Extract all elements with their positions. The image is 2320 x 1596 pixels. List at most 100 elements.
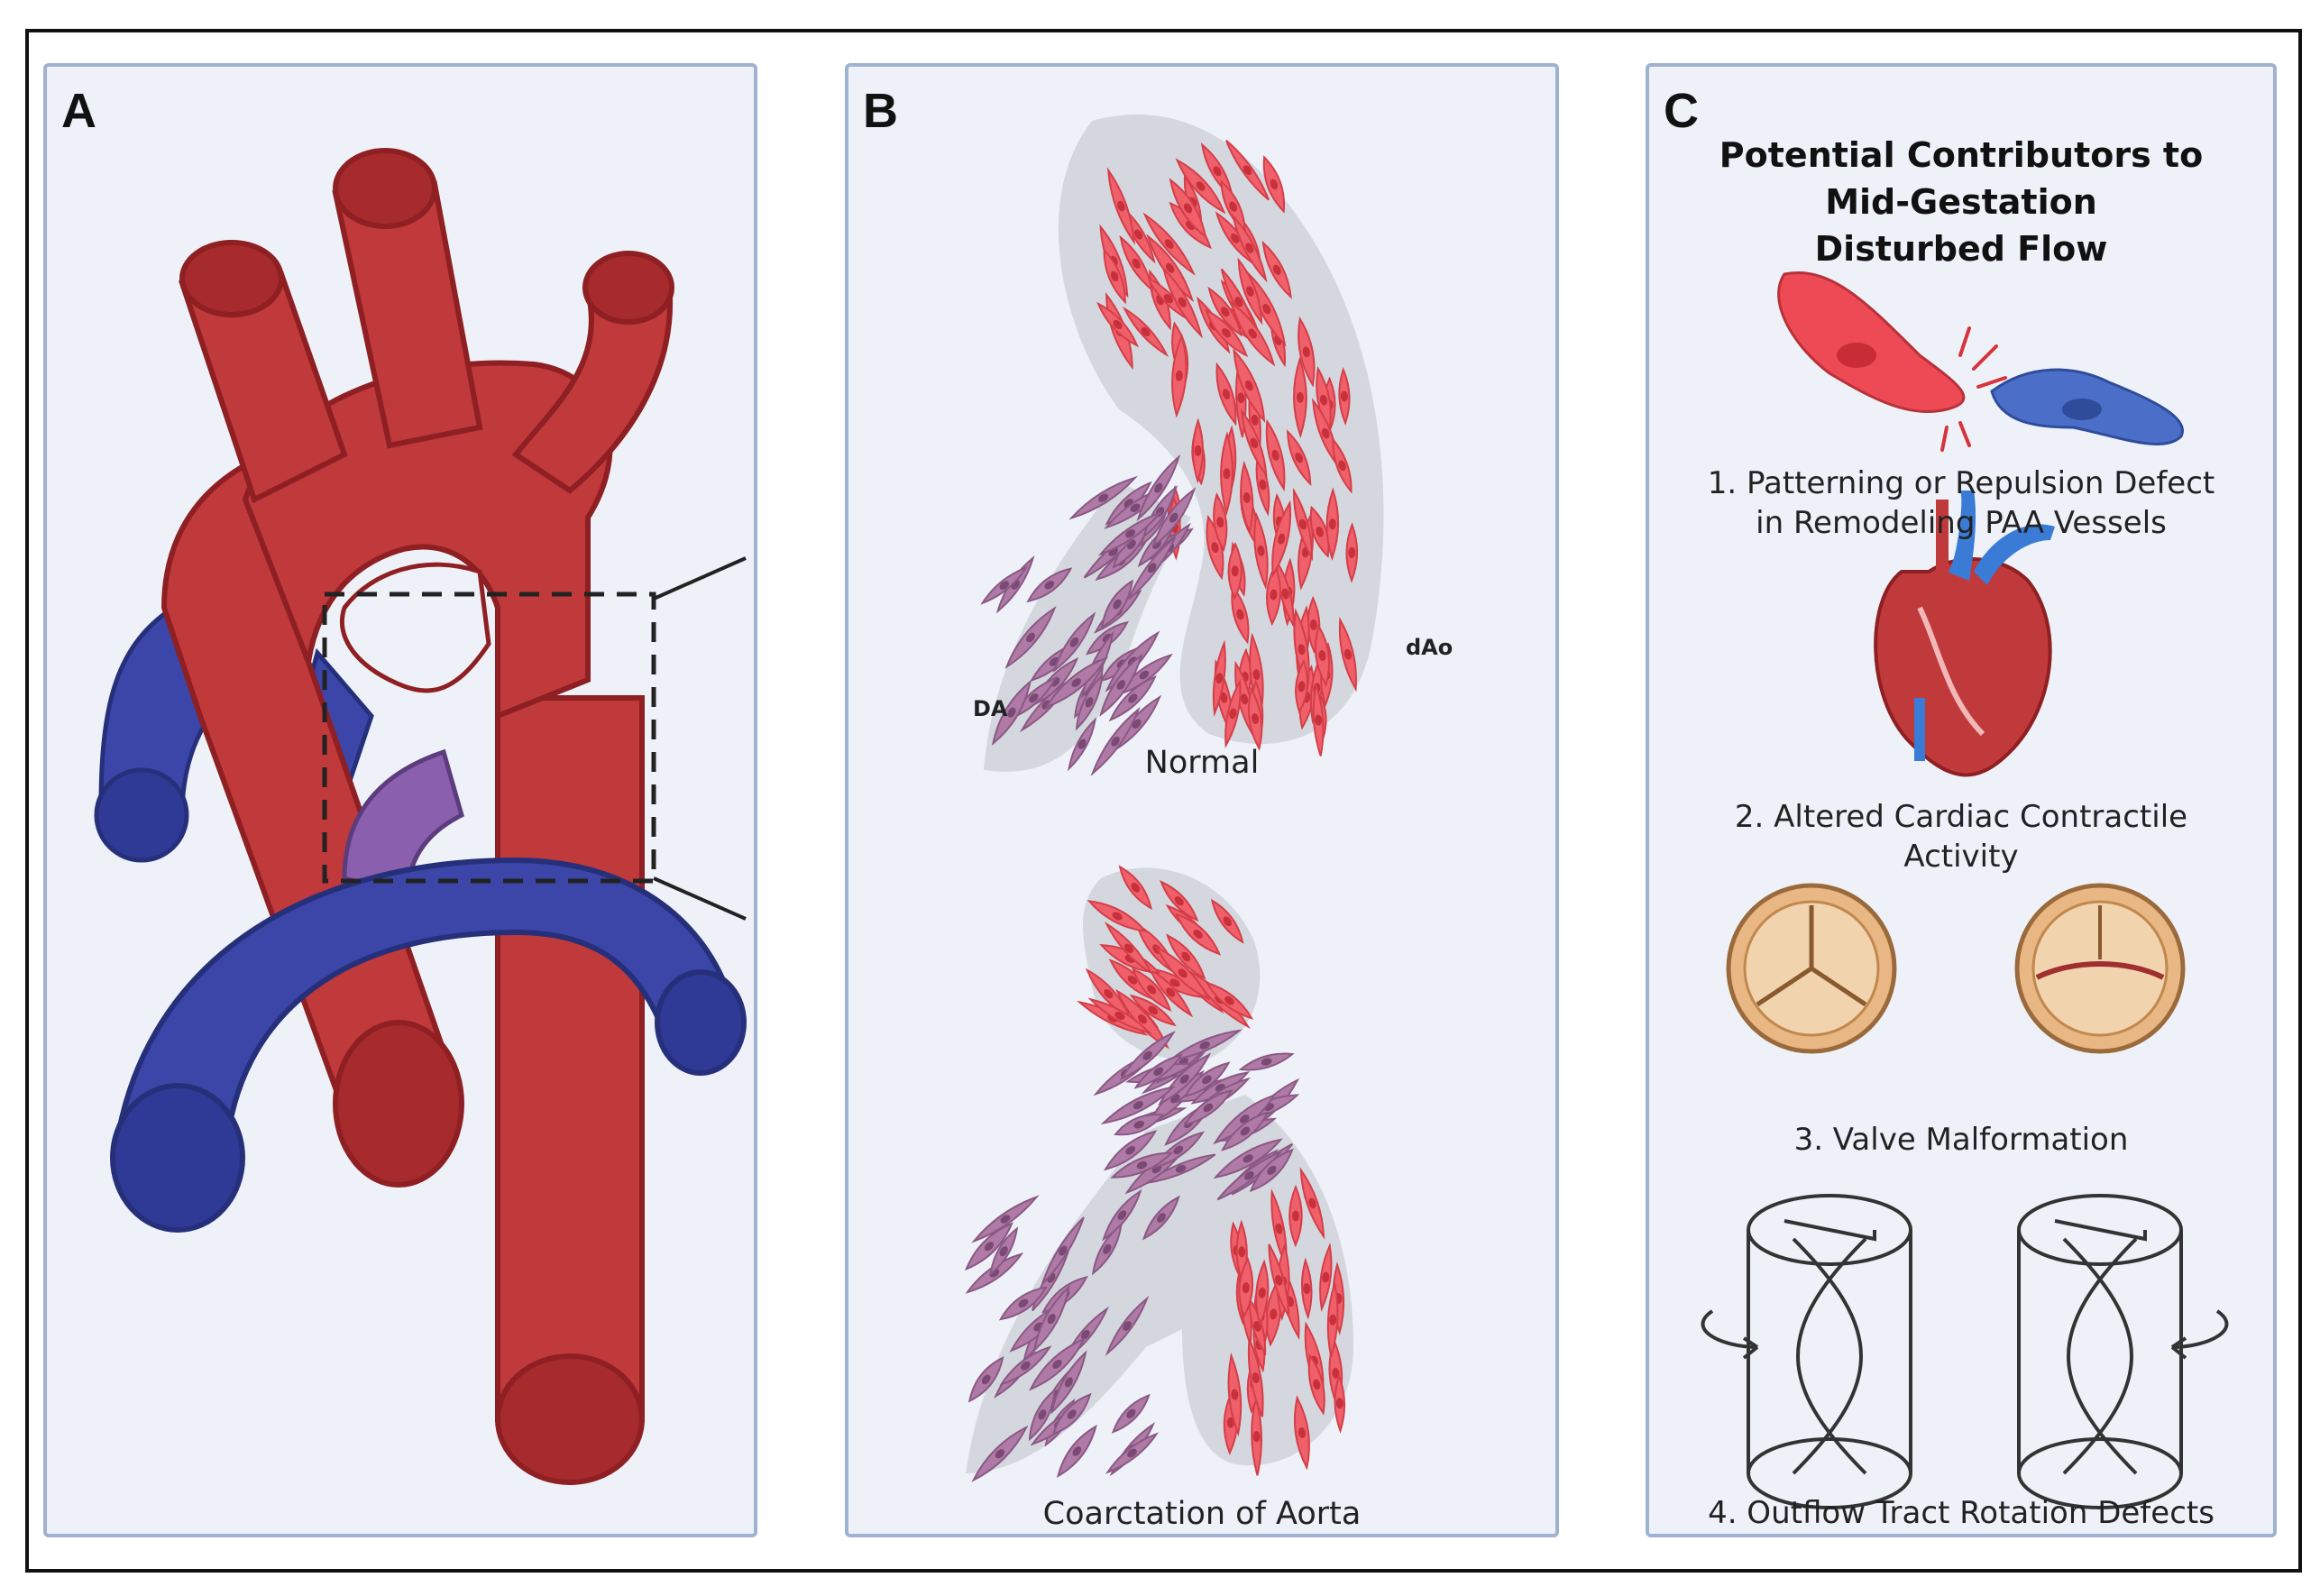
cell-nucleus [1309,619,1317,630]
panel-c: C Potential Contributors to Mid-Gestatio… [1646,63,2277,1537]
cell-nucleus [1211,542,1219,554]
cell-nucleus [1174,895,1184,906]
cell-nucleus [1308,1197,1316,1209]
cell-nucleus [1231,565,1239,577]
cell-nucleus [1271,449,1279,461]
cell-nucleus [1127,975,1138,985]
cell-nucleus [1318,649,1326,661]
item-1-line-1: 1. Patterning or Repulsion Defect [1707,465,2215,501]
cell-nucleus [1243,491,1251,503]
item-2-line-1: 2. Altered Cardiac Contractile [1734,799,2188,835]
cell-nucleus [1335,1398,1343,1409]
cell-nucleus [999,1246,1008,1257]
item-1-line-2: in Remodeling PAA Vessels [1756,505,2167,541]
cell-nucleus [1237,392,1245,404]
cell-nucleus [1298,681,1306,693]
cell-nucleus [1298,644,1306,656]
cell-nucleus [1295,452,1304,463]
cell-nucleus [1244,380,1253,391]
cell-nucleus [1302,346,1310,358]
cell-nucleus [1343,648,1353,660]
cell-nucleus [1072,1446,1082,1456]
smooth-muscle-cells-coarct-red [1077,865,1346,1476]
cell-nucleus [1080,1329,1090,1340]
cell-nucleus [1194,445,1202,456]
descending-aorta-end [495,1353,645,1485]
cell-nucleus [1252,1431,1261,1443]
outflow-tract-right-icon [2017,1194,2229,1509]
cell-nucleus [1243,1154,1253,1163]
cell-nucleus [1139,670,1150,680]
cell-nucleus [1127,1448,1137,1458]
cell-nucleus [1125,528,1135,538]
cell-nucleus [999,581,1010,591]
cell-nucleus [1147,563,1157,573]
cell-nucleus [1222,328,1232,338]
label-dao: dAo [1406,635,1453,660]
cell-nucleus [1104,988,1114,999]
cell-nucleus [1018,1298,1029,1308]
cell-nucleus [1026,632,1035,643]
title-line-1: Potential Contributors to [1719,135,2204,175]
cell-nucleus [1220,692,1228,703]
cell-nucleus [1148,1005,1159,1015]
cell-nucleus [1252,1372,1260,1383]
cell-nucleus [1229,201,1238,212]
cell-nucleus [1272,264,1281,275]
cell-nucleus [1163,294,1173,304]
cell-nucleus [1216,517,1224,528]
cell-nucleus [1340,390,1348,402]
cell-nucleus [1329,1314,1337,1325]
cell-nucleus [1141,326,1151,337]
label-da: DA [973,696,1008,721]
cell-nucleus [1178,297,1187,307]
cell-nucleus [1047,1314,1056,1325]
cell-nucleus [1128,693,1138,703]
cell-nucleus [1275,1274,1283,1286]
cell-nucleus [981,1374,991,1385]
title-line-2: Mid-Gestation [1825,182,2097,222]
pulmonary-artery-right-end [655,969,747,1076]
cell-nucleus [1000,1215,1011,1224]
panel-c-letter: C [1664,84,1699,138]
left-vein-end [94,767,189,863]
cell-nucleus [1277,533,1286,545]
cell-nucleus [1252,669,1261,681]
cell-nucleus [1281,588,1289,600]
cell-nucleus [1165,262,1175,273]
cell-nucleus [1242,1282,1250,1294]
zoom-region-box [322,592,656,884]
panel-a-letter: A [61,84,96,138]
caption-normal: Normal [1144,745,1260,781]
repelling-cells-icon [1777,271,2185,452]
cell-nucleus [1196,181,1206,191]
cell-nucleus [1322,1271,1330,1283]
cell-nucleus [1229,708,1237,720]
cell-nucleus [1112,912,1123,921]
panel-a: A [43,63,757,1537]
cell-nucleus [1245,243,1254,253]
caption-coarctation: Coarctation of Aorta [1042,1496,1362,1532]
smooth-muscle-cells-normal-purple [980,454,1197,776]
cell-nucleus [1202,1075,1212,1085]
cell-nucleus [1267,1165,1277,1175]
cell-nucleus [1067,1409,1077,1419]
cell-nucleus [1125,1145,1136,1155]
cell-nucleus [1181,951,1191,962]
cell-nucleus [1071,678,1081,687]
cell-nucleus [1226,1417,1234,1428]
cell-nucleus [1236,609,1244,620]
cell-nucleus [1291,1210,1299,1222]
cell-nucleus [1234,297,1243,307]
vessel-cells-illustration [964,114,1384,1482]
cell-nucleus [1113,599,1122,610]
cell-nucleus [1223,468,1231,480]
cell-nucleus [1261,1058,1272,1066]
cell-nucleus [1332,1367,1340,1379]
cell-nucleus [1117,1210,1127,1221]
cell-nucleus [1270,1308,1278,1320]
cell-nucleus [1246,286,1254,297]
cell-nucleus [1069,637,1079,647]
cell-nucleus [984,1242,995,1252]
item-2-label: 2. Altered Cardiac Contractile Activity [1649,797,2273,876]
